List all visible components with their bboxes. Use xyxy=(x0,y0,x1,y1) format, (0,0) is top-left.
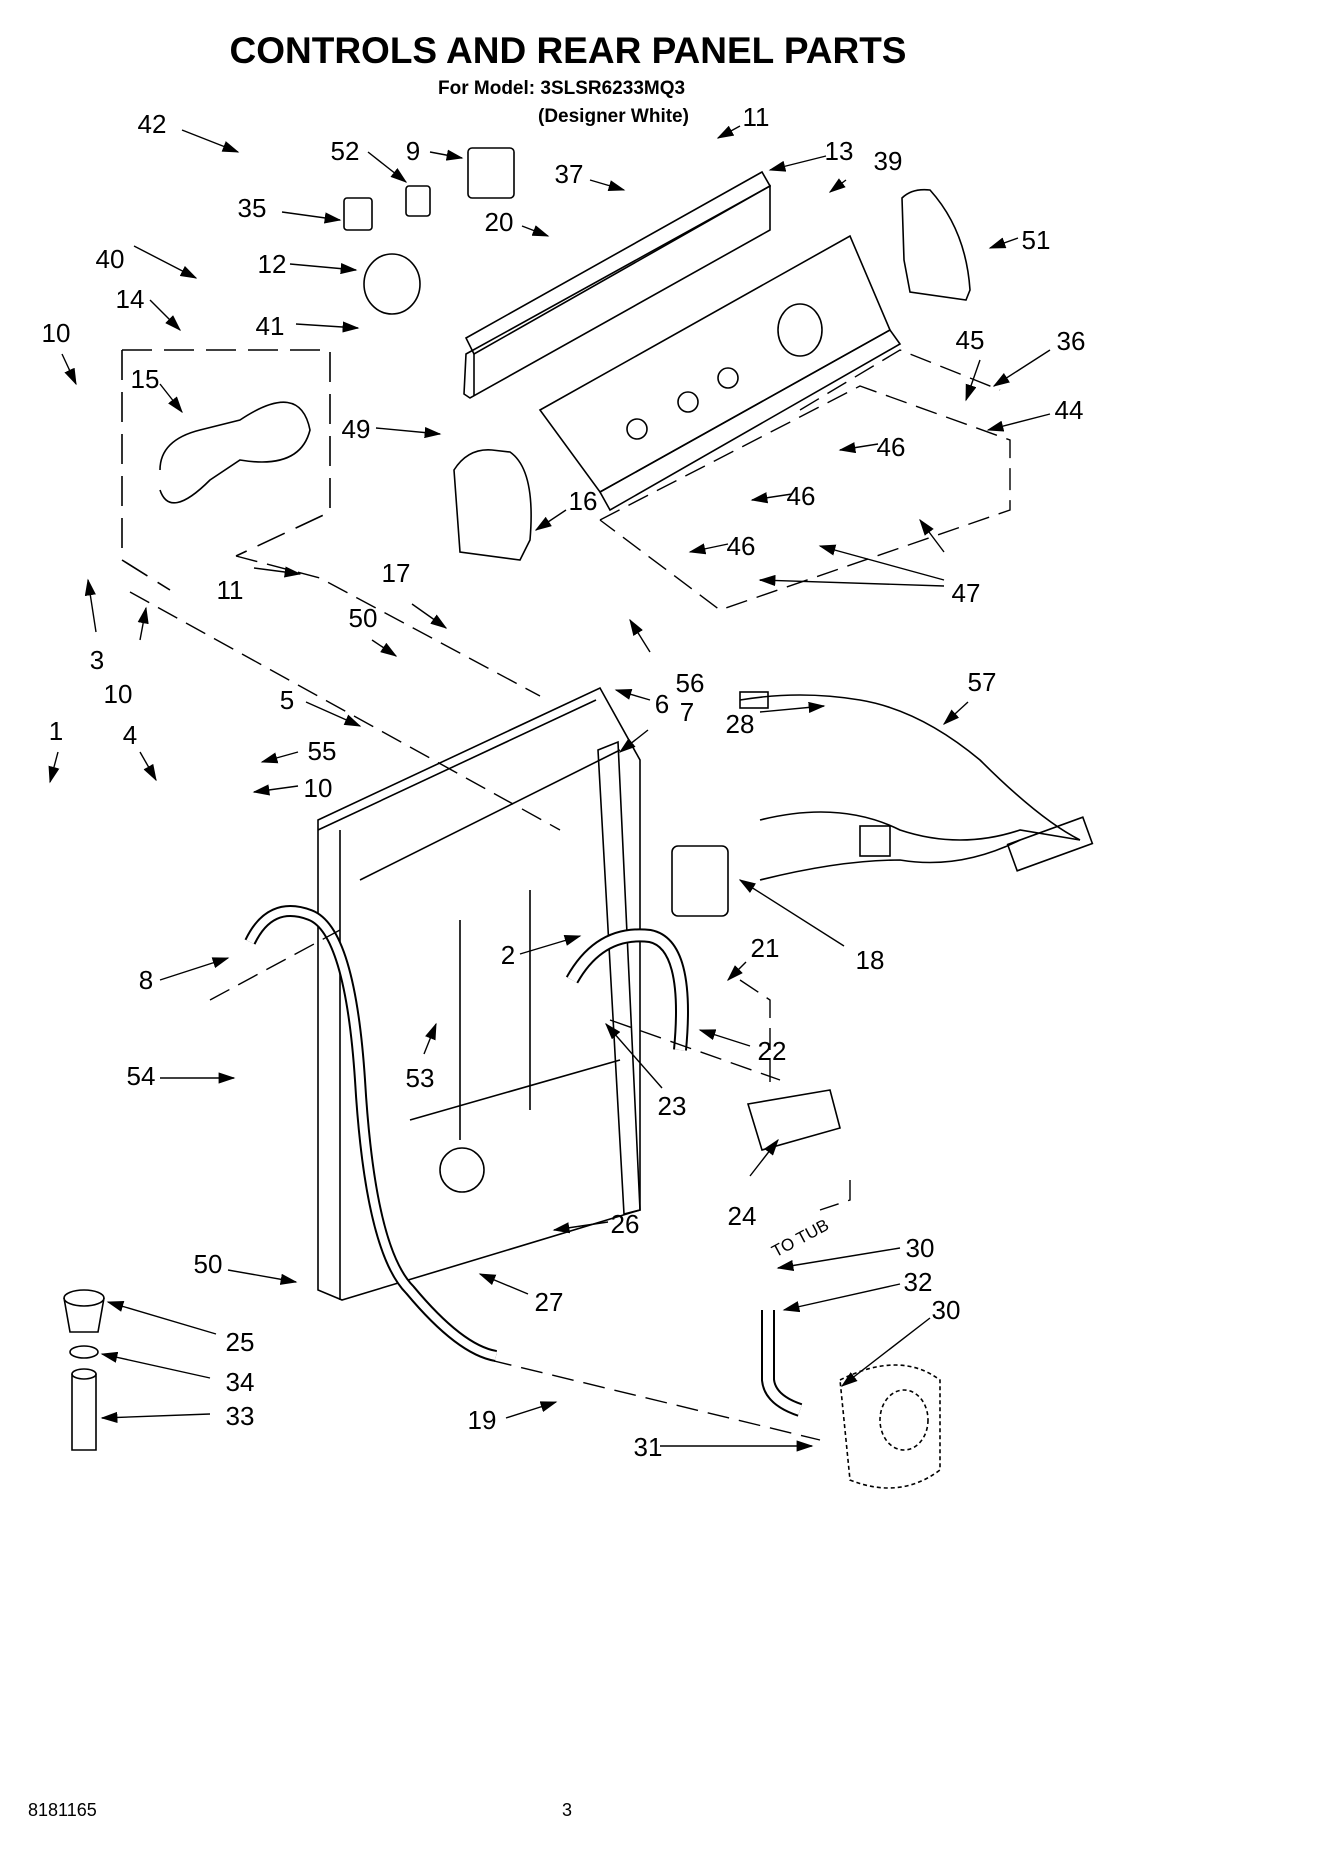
callout-12: 12 xyxy=(257,249,287,279)
control-panel-bracket xyxy=(463,170,772,399)
callout-14: 14 xyxy=(115,284,145,314)
callout-50-b: 50 xyxy=(193,1249,223,1279)
document-number: 8181165 xyxy=(28,1800,97,1820)
callout-26: 26 xyxy=(610,1209,640,1239)
callout-30-bottom: 30 xyxy=(931,1295,961,1325)
color-line: (Designer White) xyxy=(538,106,689,127)
callout-34: 34 xyxy=(225,1367,255,1397)
callout-10-mid: 10 xyxy=(103,679,133,709)
callout-52: 52 xyxy=(330,136,360,166)
callout-15: 15 xyxy=(130,364,160,394)
callout-6: 6 xyxy=(654,689,670,719)
callout-42: 42 xyxy=(137,109,167,139)
callout-55: 55 xyxy=(307,736,337,766)
callout-21: 21 xyxy=(750,933,780,963)
callout-27: 27 xyxy=(534,1287,564,1317)
callout-11: 11 xyxy=(742,102,770,132)
diagram-title: CONTROLS AND REAR PANEL PARTS xyxy=(229,30,907,71)
callout-1: 1 xyxy=(48,716,64,746)
callout-5: 5 xyxy=(279,685,295,715)
callout-32: 32 xyxy=(903,1267,933,1297)
callout-3: 3 xyxy=(89,645,105,675)
console xyxy=(538,234,902,512)
callout-31: 31 xyxy=(633,1432,663,1462)
callout-28: 28 xyxy=(725,709,755,739)
callout-10-low: 10 xyxy=(303,773,333,803)
callout-40: 40 xyxy=(95,244,125,274)
callout-25: 25 xyxy=(225,1327,255,1357)
callout-41: 41 xyxy=(255,311,285,341)
model-line: For Model: 3SLSR6233MQ3 xyxy=(438,78,686,99)
callout-17: 17 xyxy=(381,558,411,588)
drain-hose xyxy=(244,905,498,1362)
callout-39: 39 xyxy=(873,146,903,176)
callout-13: 13 xyxy=(824,136,854,166)
wire-harness xyxy=(739,691,1094,881)
timer xyxy=(467,147,515,199)
callout-45: 45 xyxy=(955,325,985,355)
callout-10-top: 10 xyxy=(41,318,71,348)
rear-panel xyxy=(317,686,641,1301)
callout-30-top: 30 xyxy=(905,1233,935,1263)
end-cap-left xyxy=(453,449,532,561)
page-number: 3 xyxy=(562,1800,573,1820)
callout-46-c: 46 xyxy=(726,531,756,561)
callout-7: 7 xyxy=(679,697,695,727)
callout-51: 51 xyxy=(1021,225,1051,255)
water-valve xyxy=(671,845,729,917)
callout-11-b: 11 xyxy=(216,575,244,605)
callout-47: 47 xyxy=(951,578,981,608)
callout-44: 44 xyxy=(1054,395,1084,425)
callout-9: 9 xyxy=(405,136,421,166)
callout-49: 49 xyxy=(341,414,371,444)
callout-24: 24 xyxy=(727,1201,757,1231)
callout-35: 35 xyxy=(237,193,267,223)
callout-57: 57 xyxy=(967,667,997,697)
callout-19: 19 xyxy=(467,1405,497,1435)
callout-33: 33 xyxy=(225,1401,255,1431)
callout-36: 36 xyxy=(1056,326,1086,356)
callout-23: 23 xyxy=(657,1091,687,1121)
end-cap-right xyxy=(901,188,971,301)
callout-56: 56 xyxy=(675,668,705,698)
callout-18: 18 xyxy=(855,945,885,975)
callout-53: 53 xyxy=(405,1063,435,1093)
callout-46-a: 46 xyxy=(876,432,906,462)
callout-4: 4 xyxy=(122,720,138,750)
callout-46-b: 46 xyxy=(786,481,816,511)
callout-54: 54 xyxy=(126,1061,156,1091)
callout-50-a: 50 xyxy=(348,603,378,633)
callout-22: 22 xyxy=(757,1036,787,1066)
callout-2: 2 xyxy=(500,940,516,970)
callout-37: 37 xyxy=(554,159,584,189)
callout-8: 8 xyxy=(138,965,154,995)
callout-20: 20 xyxy=(484,207,514,237)
callout-16: 16 xyxy=(568,486,598,516)
